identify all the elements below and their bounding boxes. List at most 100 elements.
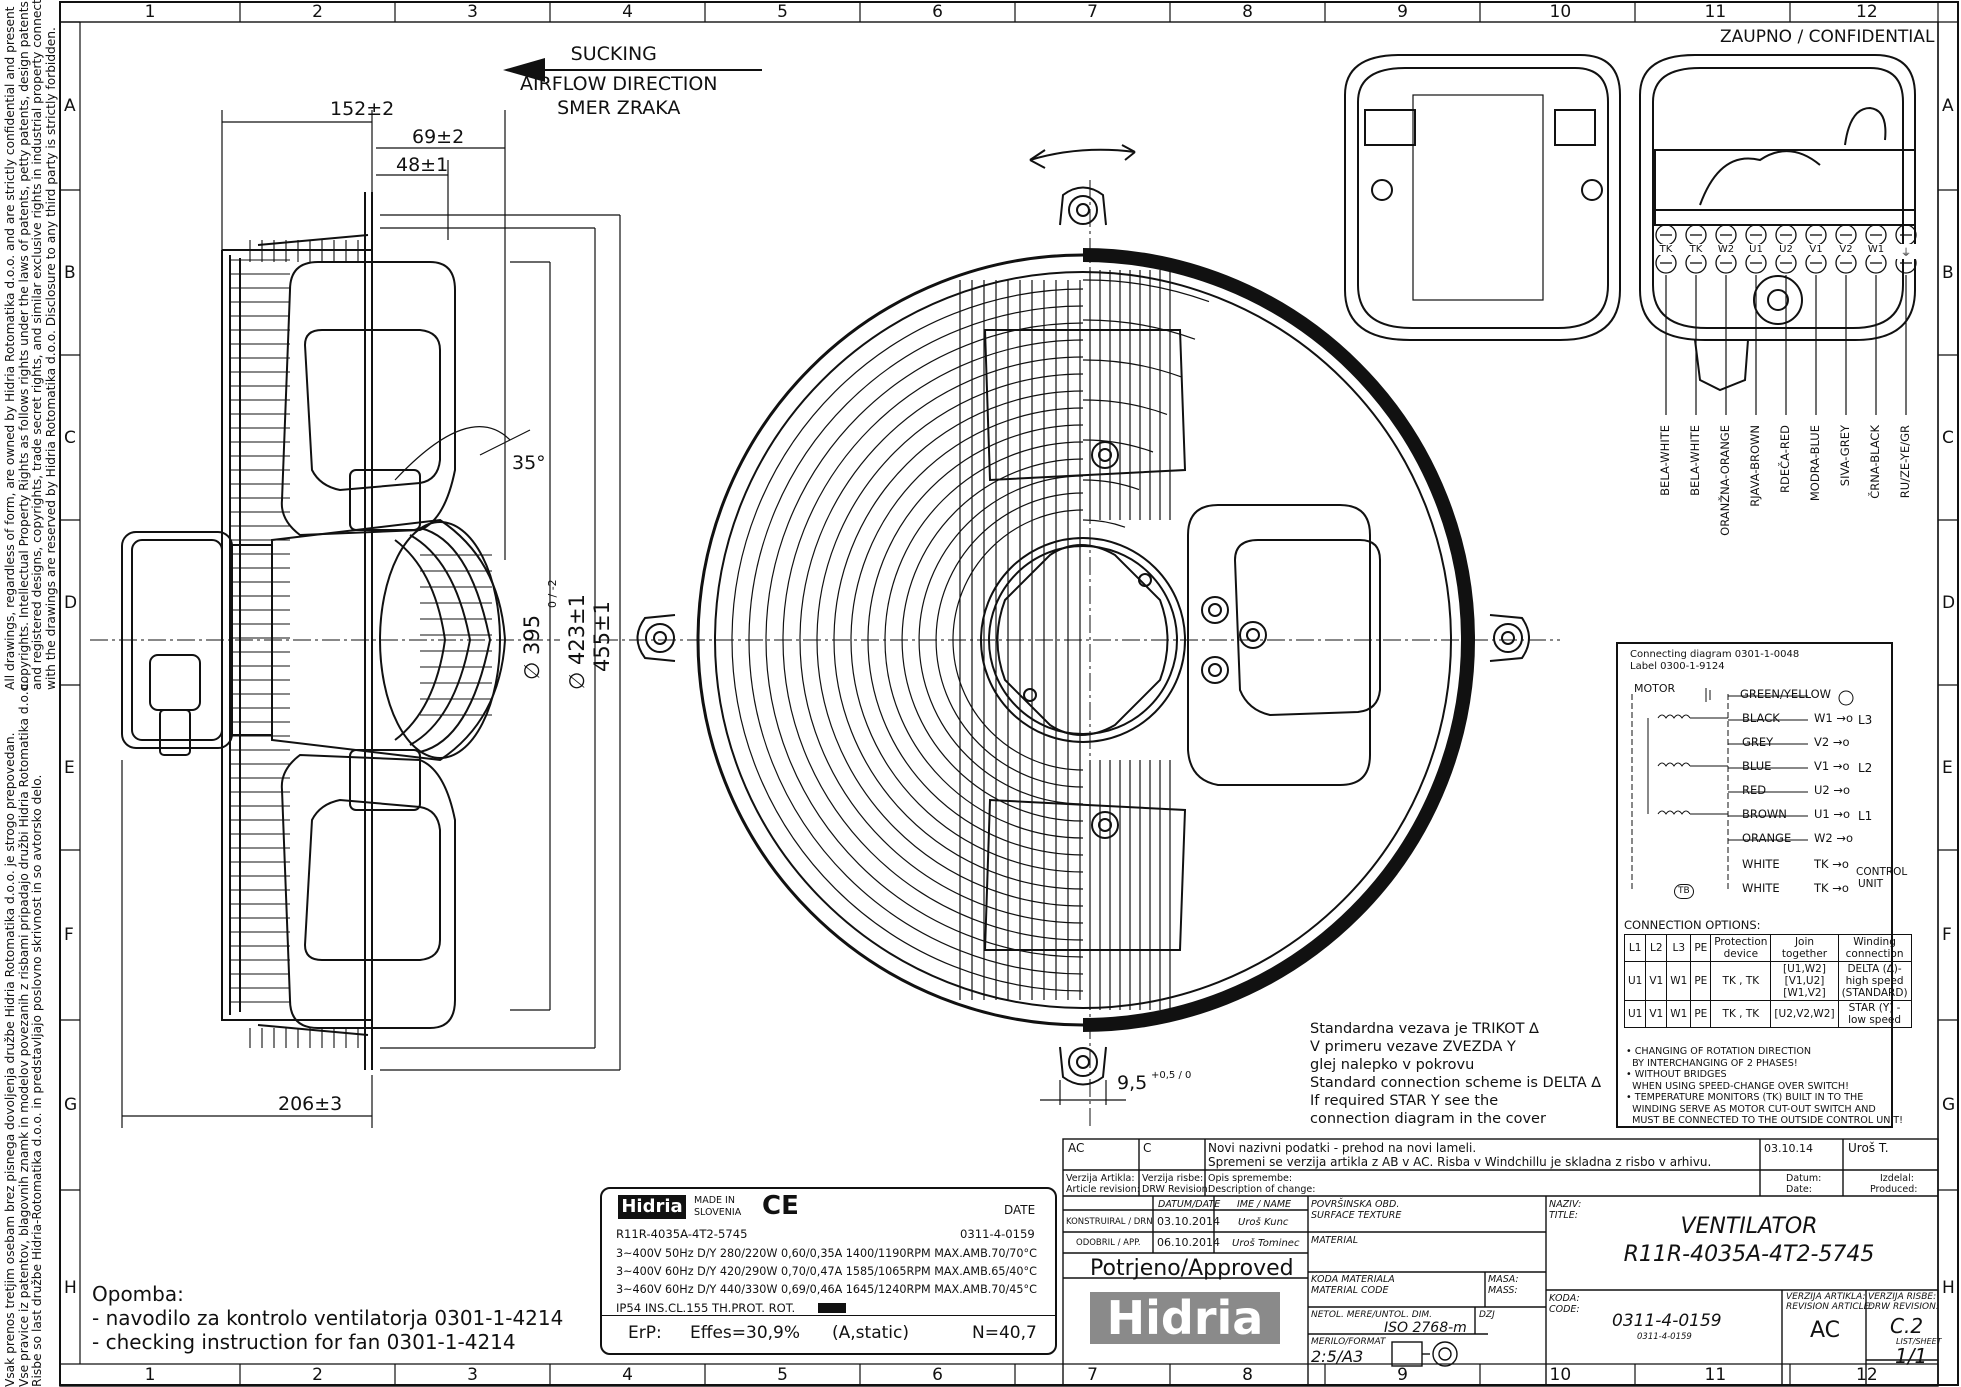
note-line-3: glej nalepko v pokrovu [1310,1057,1475,1073]
grid-row-left-A: A [64,96,76,116]
grid-col-bottom-6: 6 [932,1365,943,1385]
opt-head-6: Winding connection [1837,934,1912,962]
tb-material: MATERIAL [1311,1235,1359,1246]
tb-sheet: 1/1 [1895,1344,1928,1368]
remark-block: Opomba: - navodilo za kontrolo ventilato… [92,1282,563,1354]
terminal-8: ⏚ [1896,244,1916,259]
legal-en-2: and registered designs, copyrights, trad… [31,0,45,690]
grid-row-left-F: F [64,925,74,945]
wiring-note-1: BY INTERCHANGING OF 2 PHASES! [1626,1057,1798,1069]
grid-row-left-D: D [64,592,78,613]
grid-col-top-11: 11 [1704,2,1727,22]
grid-row-right-B: B [1942,262,1954,283]
grid-col-top-5: 5 [777,2,788,22]
grid-row-right-A: A [1942,96,1954,116]
remark-line-1: - navodilo za kontrolo ventilatorja 0301… [92,1306,564,1330]
tb-change-date: 03.10.14 [1764,1142,1813,1155]
grid-col-top-3: 3 [467,2,478,22]
opt-head-3: PE [1690,934,1712,962]
plate-brand-logo: Hidria [618,1195,686,1219]
plate-rotation-arrow-icon [818,1303,846,1313]
opt-row2-1: V1 [1645,1000,1668,1028]
grid-col-top-10: 10 [1549,2,1572,22]
fan-front-view [636,186,1530,1086]
grid-row-right-F: F [1942,925,1952,945]
grid-col-top-2: 2 [312,2,323,22]
wiring-term-0: W1 →o [1814,711,1854,725]
grid-col-bottom-5: 5 [777,1365,788,1385]
opt-head-1: L2 [1645,934,1668,962]
tb-code-lbl: CODE: [1549,1304,1580,1315]
tb-konstruiral: KONSTRUIRAL / DRN [1066,1217,1153,1227]
terminal-3: U1 [1746,244,1766,255]
opt-row1-0: U1 [1623,961,1647,1001]
wire-label-1: BELA-WHITE [1688,425,1702,496]
plate-astatic: (A,static) [832,1323,909,1343]
opt-row1-2: W1 [1666,961,1692,1001]
wiring-tb: TB [1674,884,1694,899]
tb-konstruiral-date: 03.10.2014 [1157,1215,1220,1228]
standard-connection-note: Standardna vezava je TRIKOT ∆ V primeru … [1310,1020,1601,1128]
tb-datum-date: DATUM/DATE [1158,1199,1221,1210]
wiring-term-3: U2 →o [1814,783,1851,797]
terminal-7: W1 [1866,244,1886,255]
tb-vr: C.2 [1890,1314,1924,1338]
grid-col-top-12: 12 [1856,2,1878,22]
legal-en-3: copyrights. Intellectual Property Rights… [17,1,31,690]
tb-vr-lbl-1: VERZIJA RISBE: [1868,1292,1937,1302]
airflow-smer: SMER ZRAKA [557,97,681,119]
remark-line-2: - checking instruction for fan 0301-1-42… [92,1330,516,1354]
grid-col-top-4: 4 [622,2,633,22]
wire-label-8: RU/ZE-YE/GR [1898,425,1912,499]
wiring-term-1: V2 →o [1814,735,1850,749]
grid-col-bottom-10: 10 [1549,1365,1572,1385]
terminal-2: W2 [1716,244,1736,255]
tb-ime-name: IME / NAME [1237,1199,1292,1210]
wiring-wire-4: RED [1742,783,1767,797]
opt-row1-6: DELTA (∆)- high speed (STANDARD) [1837,961,1912,1001]
tb-odobril-date: 06.10.2014 [1157,1236,1220,1249]
grid-row-right-C: C [1942,427,1954,448]
airflow-label: SUCKING AIRFLOW DIRECTION SMER ZRAKA [520,42,718,120]
dim-395-tol: 0 / -2 [546,579,559,608]
plate-line-4: IP54 INS.CL.155 TH.PROT. ROT. [616,1301,796,1315]
terminal-5: V1 [1806,244,1826,255]
dim-395: ∅ 395 [520,614,544,680]
wiring-wire-7: WHITE [1742,857,1780,871]
tb-rev: AC [1068,1141,1085,1155]
wiring-term-6: TK →o [1814,857,1849,871]
wiring-unit: UNIT [1858,878,1884,890]
tb-odobril-name: Uroš Tominec [1232,1238,1300,1249]
wire-label-0: BELA-WHITE [1658,425,1672,496]
wiring-wire-6: ORANGE [1742,831,1792,845]
tb-povrsinska: POVRŠINSKA OBD. [1311,1199,1400,1210]
plate-made-in: MADE IN [694,1195,735,1206]
grid-row-right-D: D [1942,592,1956,613]
plate-model: R11R-4035A-4T2-5745 [616,1227,748,1241]
confidential-label: ZAUPNO / CONFIDENTIAL [1720,27,1935,47]
terminal-1: TK [1686,244,1706,255]
wiring-wire-5: BROWN [1742,807,1787,821]
grid-col-top-1: 1 [144,2,156,22]
grid-col-bottom-4: 4 [622,1365,633,1385]
grid-col-bottom-9: 9 [1397,1365,1408,1385]
grid-row-left-E: E [64,757,75,778]
connection-options-title: CONNECTION OPTIONS: [1624,918,1761,932]
wiring-term-5: W2 →o [1814,831,1854,845]
tb-hidria-logo: Hidria [1090,1292,1280,1344]
opt-row2-4: TK , TK [1710,1000,1772,1028]
wiring-notes: • CHANGING OF ROTATION DIRECTION BY INTE… [1626,1046,1903,1127]
tb-title-lbl: TITLE: [1549,1210,1578,1221]
tb-masa: MASA: [1488,1274,1519,1285]
opt-head-0: L1 [1623,934,1647,962]
tb-verzija-risbe: Verzija risbe: [1142,1173,1204,1184]
wiring-note-2: • WITHOUT BRIDGES [1626,1069,1727,1080]
terminal-6: V2 [1836,244,1856,255]
tb-list: LIST/SHEET [1896,1337,1942,1346]
plate-n: N=40,7 [972,1323,1037,1343]
wiring-term-7: TK →o [1814,881,1849,895]
wiring-note-5: WINDING SERVE AS MOTOR CUT-OUT SWITCH AN… [1626,1103,1876,1115]
opt-row1-3: PE [1690,961,1712,1001]
wiring-note-3: WHEN USING SPEED-CHANGE OVER SWITCH! [1626,1080,1849,1092]
